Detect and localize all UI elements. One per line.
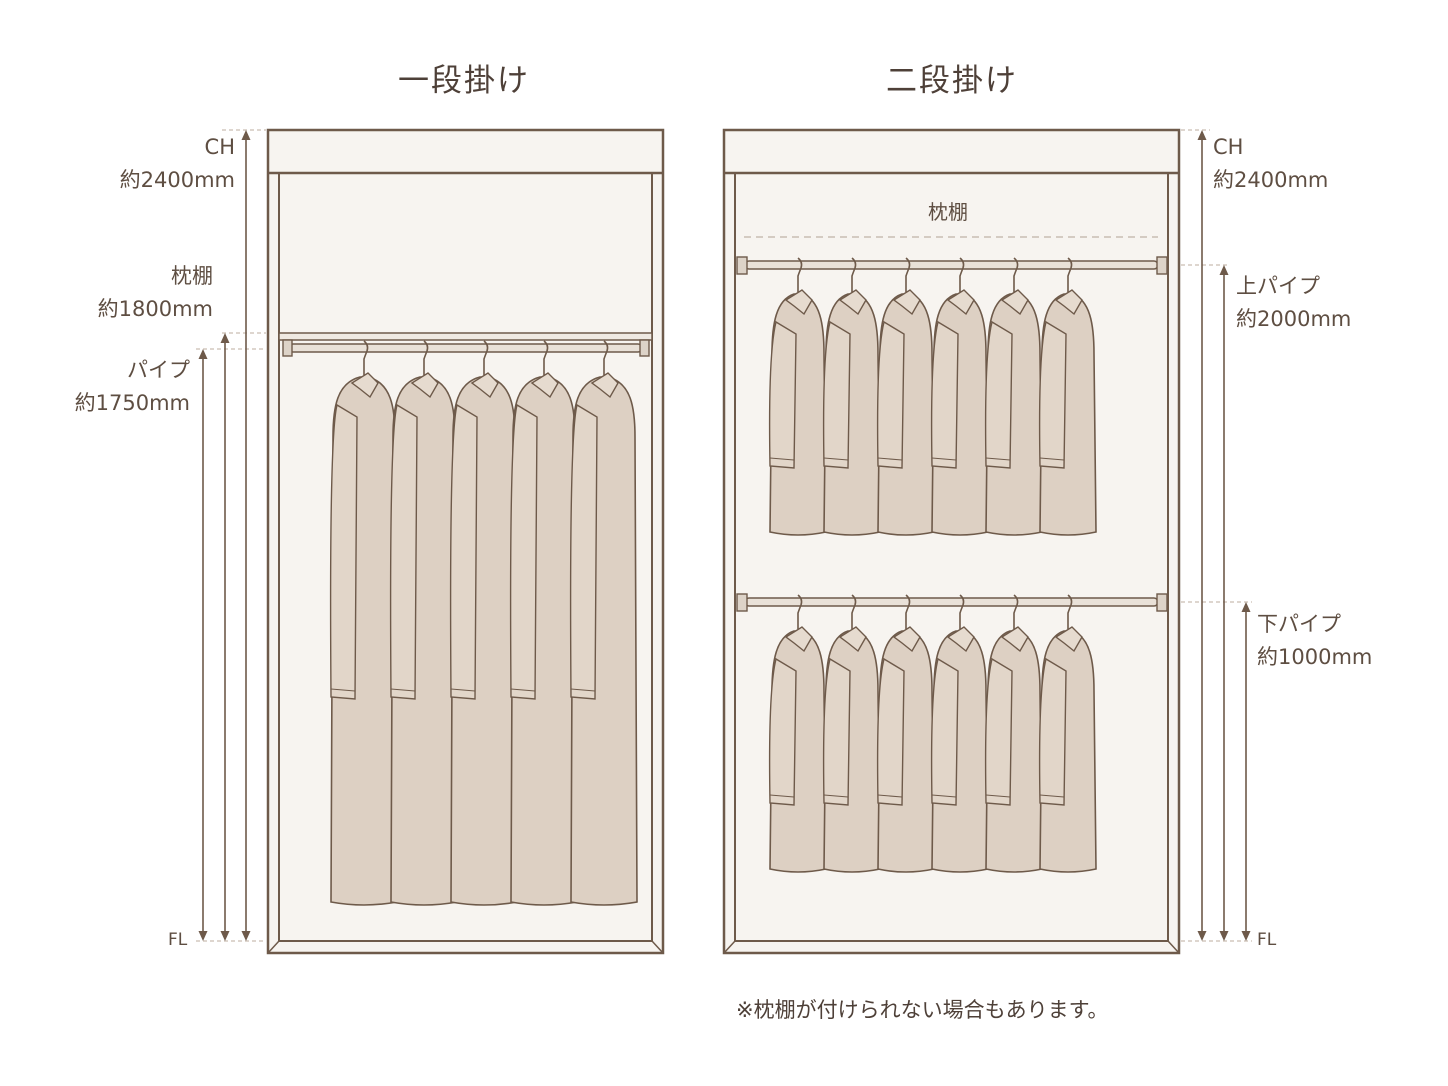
coat-on-hanger-icon bbox=[1038, 257, 1097, 536]
single-shelf-value: 約1800mm bbox=[97, 297, 213, 321]
double-ch-arrow bbox=[1197, 130, 1207, 941]
upper-pipe bbox=[736, 256, 1168, 275]
single-pipe-name: パイプ bbox=[127, 358, 190, 382]
coat-on-hanger-icon bbox=[930, 594, 989, 873]
coat-on-hanger-icon bbox=[930, 257, 989, 536]
hanging-pipe bbox=[282, 339, 650, 357]
coat-on-hanger-icon bbox=[389, 340, 458, 906]
coat-on-hanger-icon bbox=[984, 594, 1043, 873]
coat-on-hanger-icon bbox=[984, 257, 1043, 536]
single-pipe-label: パイプ 約1750mm bbox=[75, 354, 190, 420]
dimension-arrows bbox=[198, 130, 1251, 941]
single-ch-value: 約2400mm bbox=[119, 168, 235, 192]
single-ch-arrow bbox=[241, 130, 251, 941]
upper-pipe-arrow bbox=[1219, 265, 1229, 941]
double-ch-value: 約2400mm bbox=[1213, 168, 1329, 192]
upper-pipe-value: 約2000mm bbox=[1236, 307, 1352, 331]
pillow-shelf bbox=[278, 332, 653, 341]
lower-pipe-arrow bbox=[1241, 602, 1251, 941]
double-ch-code: CH bbox=[1213, 135, 1244, 159]
lower-pipe-value: 約1000mm bbox=[1257, 645, 1373, 669]
guide-lines bbox=[196, 129, 1252, 942]
coat-on-hanger-icon bbox=[449, 340, 518, 906]
footnote: ※枕棚が付けられない場合もあります。 bbox=[736, 998, 1109, 1022]
upper-pipe-name: 上パイプ bbox=[1236, 274, 1320, 298]
single-pipe-value: 約1750mm bbox=[74, 391, 190, 415]
single-ch-code: CH bbox=[204, 135, 235, 159]
single-fl-label: FL bbox=[168, 930, 188, 950]
lower-pipe bbox=[736, 593, 1168, 612]
single-pipe-arrow bbox=[198, 349, 208, 941]
title-double: 二段掛け bbox=[886, 63, 1018, 99]
double-shelf-label: 枕棚 bbox=[928, 200, 968, 224]
long-coats-group bbox=[329, 340, 638, 906]
single-shelf-label: 枕棚 約1800mm bbox=[98, 260, 213, 326]
lower-pipe-name: 下パイプ bbox=[1257, 612, 1341, 636]
coat-on-hanger-icon bbox=[329, 340, 398, 906]
coat-on-hanger-icon bbox=[822, 257, 881, 536]
upper-pipe-label: 上パイプ 約2000mm bbox=[1236, 270, 1351, 336]
lower-pipe-label: 下パイプ 約1000mm bbox=[1257, 608, 1372, 674]
title-single: 一段掛け bbox=[398, 63, 530, 99]
double-ch-label: CH 約2400mm bbox=[1213, 131, 1328, 197]
single-ch-label: CH 約2400mm bbox=[120, 131, 235, 197]
coat-on-hanger-icon bbox=[768, 594, 827, 873]
coat-on-hanger-icon bbox=[509, 340, 578, 906]
single-shelf-arrow bbox=[220, 333, 230, 941]
coat-on-hanger-icon bbox=[569, 340, 638, 906]
coat-on-hanger-icon bbox=[876, 594, 935, 873]
single-shelf-name: 枕棚 bbox=[171, 264, 213, 288]
lower-shirts-group bbox=[768, 594, 1097, 873]
single-cabinet bbox=[266, 128, 665, 955]
coat-on-hanger-icon bbox=[822, 594, 881, 873]
coat-on-hanger-icon bbox=[1038, 594, 1097, 873]
coat-on-hanger-icon bbox=[876, 257, 935, 536]
upper-shirts-group bbox=[768, 257, 1097, 536]
coat-on-hanger-icon bbox=[768, 257, 827, 536]
double-fl-label: FL bbox=[1257, 930, 1277, 950]
double-cabinet bbox=[722, 128, 1181, 955]
